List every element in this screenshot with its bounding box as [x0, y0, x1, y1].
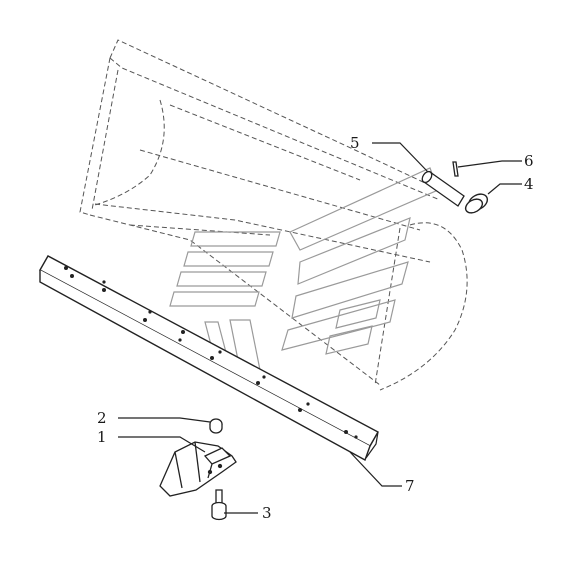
pin — [421, 170, 465, 207]
callout-7: 7 — [405, 477, 415, 495]
leader-4 — [487, 183, 522, 195]
leader-2 — [118, 417, 211, 423]
leader-6 — [457, 160, 522, 168]
callout-6: 6 — [524, 152, 534, 170]
callout-5: 5 — [350, 134, 360, 152]
callout-4: 4 — [524, 175, 534, 193]
watermark-logo — [169, 167, 439, 371]
leader-5 — [372, 142, 429, 173]
leader-1 — [118, 436, 206, 453]
washer — [209, 418, 223, 434]
callout-2: 2 — [97, 409, 107, 427]
retainer-pin — [452, 161, 459, 177]
bushing-ring — [464, 193, 489, 214]
blade-bolt-holes — [64, 266, 358, 439]
tooth-adapter — [159, 441, 237, 497]
bolt — [211, 489, 227, 521]
callout-3: 3 — [262, 504, 272, 522]
leader-lines — [118, 142, 522, 514]
cutting-edge-blade — [39, 255, 379, 462]
leader-7 — [349, 451, 402, 487]
bucket-outline — [79, 39, 468, 391]
callout-labels: 1 2 3 4 5 6 7 — [97, 134, 534, 522]
callout-1: 1 — [97, 428, 107, 446]
